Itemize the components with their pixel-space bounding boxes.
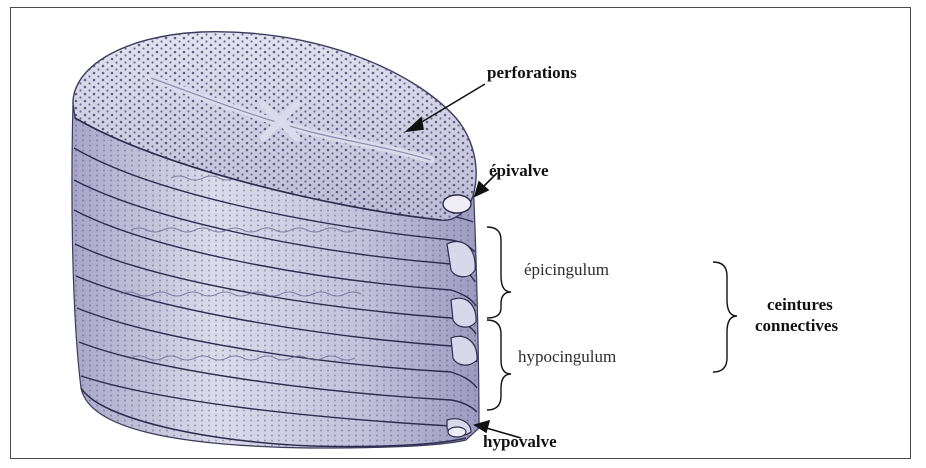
label-epicingulum: épicingulum xyxy=(524,261,609,278)
label-connectives: connectives xyxy=(755,317,838,334)
label-perforations: perforations xyxy=(487,64,577,81)
diatom-frustule-illustration xyxy=(11,8,911,459)
label-hypocingulum: hypocingulum xyxy=(518,348,616,365)
brackets xyxy=(487,227,737,410)
label-ceintures: ceintures xyxy=(767,296,833,313)
label-hypovalve: hypovalve xyxy=(483,433,557,450)
label-epivalve: épivalve xyxy=(489,162,549,179)
figure-frame: perforations épivalve épicingulum ceintu… xyxy=(10,7,911,459)
